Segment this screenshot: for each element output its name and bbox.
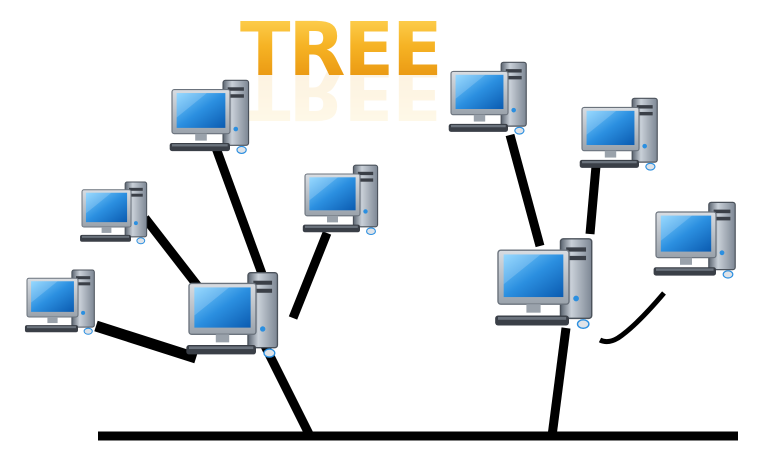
computer-hub-right bbox=[494, 238, 593, 330]
computer-right-top-a bbox=[448, 61, 527, 135]
cable-mid bbox=[288, 231, 332, 320]
cable-top-center bbox=[211, 146, 270, 284]
computer-mid bbox=[302, 164, 379, 236]
cable-right-top-b bbox=[585, 165, 601, 235]
desktop-computer-icon bbox=[494, 238, 593, 330]
cable-right-far bbox=[598, 291, 666, 345]
computer-left-upper bbox=[79, 181, 148, 245]
computer-top-center bbox=[169, 79, 250, 154]
cable-right-top-a bbox=[505, 133, 545, 248]
desktop-computer-icon bbox=[579, 97, 658, 171]
desktop-computer-icon bbox=[302, 164, 379, 236]
desktop-computer-icon bbox=[169, 79, 250, 154]
cable-hub-left-to-backbone bbox=[258, 339, 315, 439]
computer-left-lower bbox=[24, 269, 95, 335]
cable-left-lower bbox=[94, 320, 198, 364]
desktop-computer-icon bbox=[652, 201, 736, 279]
computer-right-top-b bbox=[579, 97, 658, 171]
desktop-computer-icon bbox=[185, 272, 279, 358]
desktop-computer-icon bbox=[24, 269, 95, 335]
computer-right-far bbox=[652, 201, 736, 279]
title-text: TREE bbox=[240, 7, 443, 93]
desktop-computer-icon bbox=[448, 61, 527, 135]
desktop-computer-icon bbox=[79, 181, 148, 245]
cable-hub-right-to-backbone bbox=[547, 327, 571, 437]
diagram-title: TREE TREE bbox=[240, 7, 443, 132]
computer-hub-left bbox=[185, 272, 279, 358]
